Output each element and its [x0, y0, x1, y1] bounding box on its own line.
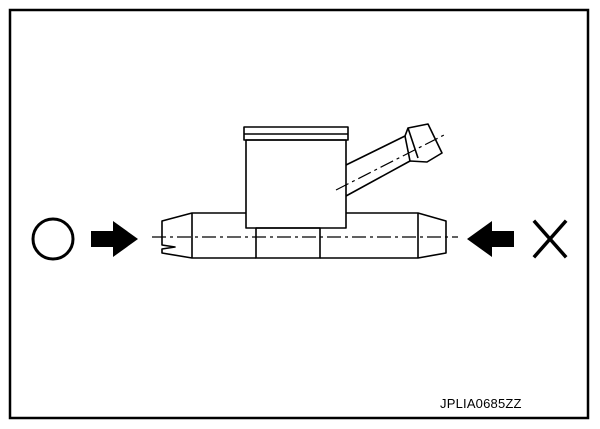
valve-collar — [255, 227, 321, 259]
valve-housing — [245, 139, 347, 229]
cross-ng-icon — [532, 219, 568, 259]
side-pipe — [345, 123, 443, 197]
diagram-frame — [8, 8, 590, 420]
arrow-right-icon — [91, 221, 138, 257]
right-pipe — [320, 212, 447, 259]
left-pipe — [161, 212, 256, 259]
arrow-left-icon — [467, 221, 514, 257]
center-lines — [152, 133, 458, 238]
figure-code: JPLIA0685ZZ — [440, 396, 522, 411]
circle-ok-icon — [31, 217, 75, 261]
check-valve — [161, 123, 447, 259]
